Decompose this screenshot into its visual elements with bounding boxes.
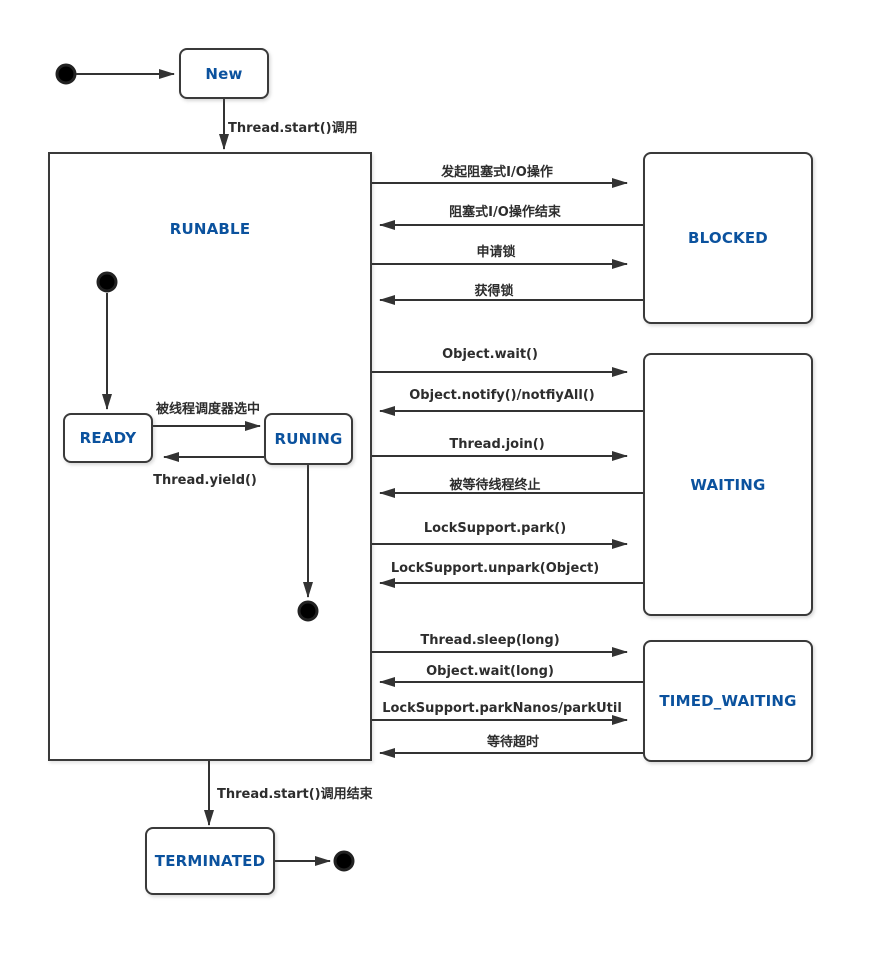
state-runable-label: RUNABLE: [169, 220, 251, 238]
edge-label-new-to-runable: Thread.start()调用: [228, 121, 358, 136]
edge-label-waiting-to-runable-terminated: 被等待线程终止: [449, 478, 541, 493]
edge-label-timed-to-runable-timeout: 等待超时: [486, 735, 540, 750]
state-timed-waiting: TIMED_WAITING: [643, 640, 813, 762]
state-new-label: New: [205, 64, 243, 83]
initial-dot: [55, 63, 77, 85]
state-ready-label: READY: [79, 429, 137, 447]
edge-label-blocked-to-runable-io: 阻塞式I/O操作结束: [449, 205, 561, 220]
state-terminated-label: TERMINATED: [154, 852, 266, 870]
edge-label-runing-to-ready: Thread.yield(): [153, 473, 257, 488]
edge-label-runable-to-timed-parknanos: LockSupport.parkNanos/parkUtil: [382, 701, 622, 716]
edge-label-ready-to-runing: 被线程调度器选中: [155, 402, 261, 417]
edge-label-waiting-to-runable-notify: Object.notify()/notfiyAll(): [409, 388, 595, 403]
edge-label-runable-to-timed-sleep: Thread.sleep(long): [420, 633, 560, 648]
state-timed-waiting-label: TIMED_WAITING: [659, 692, 797, 710]
edge-label-runable-to-blocked-io: 发起阻塞式I/O操作: [441, 165, 553, 180]
state-waiting-label: WAITING: [690, 475, 766, 494]
state-terminated: TERMINATED: [145, 827, 275, 895]
final-dot: [333, 850, 355, 872]
state-ready: READY: [63, 413, 153, 463]
edge-label-runable-to-waiting-wait: Object.wait(): [442, 347, 538, 362]
state-runing: RUNING: [264, 413, 353, 465]
edge-label-runable-to-blocked-lock: 申请锁: [476, 245, 516, 260]
edge-label-blocked-to-runable-lock: 获得锁: [474, 284, 514, 299]
edge-label-runable-to-terminated: Thread.start()调用结束: [217, 787, 373, 802]
state-new: New: [179, 48, 269, 99]
state-blocked-label: BLOCKED: [688, 229, 768, 247]
edge-label-waiting-to-runable-unpark: LockSupport.unpark(Object): [390, 561, 600, 576]
edge-label-runable-to-waiting-park: LockSupport.park(): [423, 521, 567, 536]
edge-label-timed-to-runable-wait: Object.wait(long): [426, 664, 554, 679]
state-runing-label: RUNING: [274, 430, 343, 448]
state-waiting: WAITING: [643, 353, 813, 616]
state-blocked: BLOCKED: [643, 152, 813, 324]
edge-label-runable-to-waiting-join: Thread.join(): [449, 437, 545, 452]
